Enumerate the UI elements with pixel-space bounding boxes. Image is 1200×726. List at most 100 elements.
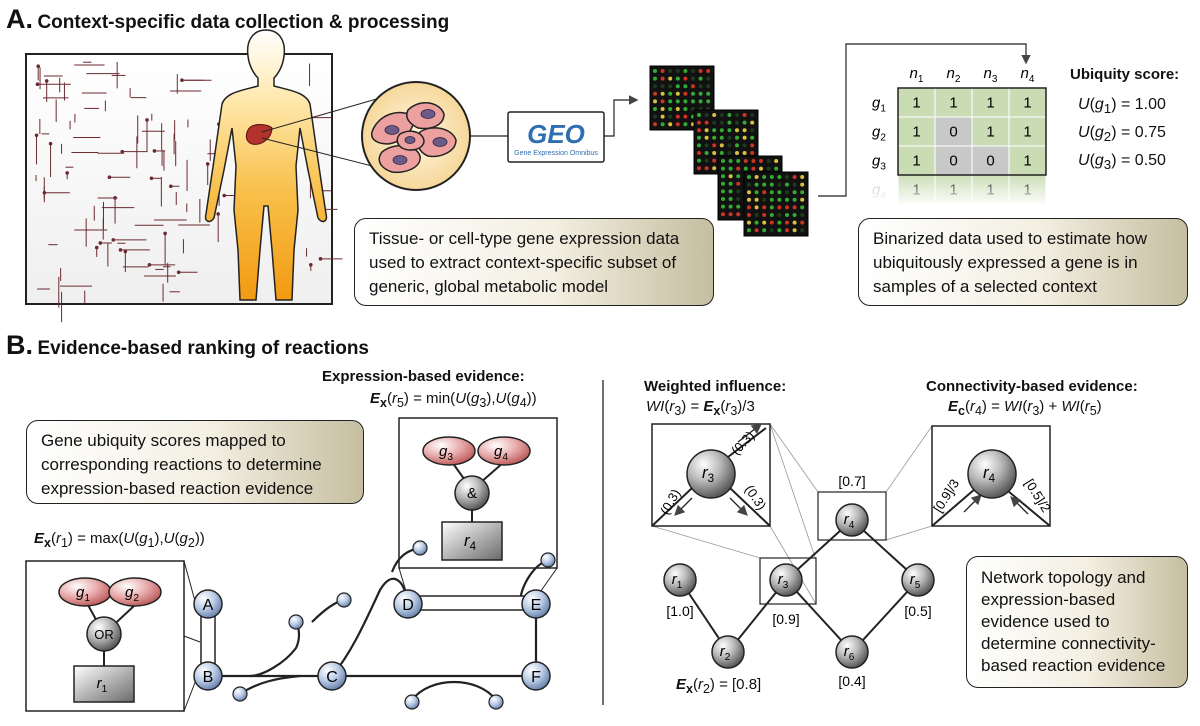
matrix-cell-value: 1 bbox=[1023, 95, 1031, 112]
ubiquity-score: U(g3) = 0.50 bbox=[1078, 152, 1166, 173]
pathway-node bbox=[521, 661, 551, 691]
callout-line: Network topology and bbox=[981, 568, 1146, 587]
callout-line: corresponding reactions to determine bbox=[41, 455, 322, 474]
geo-logo-subtext: Gene Expression Omnibus bbox=[514, 150, 598, 157]
pathway-node-label: F bbox=[531, 669, 541, 686]
reaction-node-label: r2 bbox=[720, 643, 731, 663]
pathway-node-label: A bbox=[203, 597, 214, 614]
reaction-node-label: r5 bbox=[910, 571, 921, 591]
pathway-node-label: C bbox=[326, 669, 338, 686]
reaction-node-label: r3 bbox=[778, 571, 789, 591]
callout-line: based reaction evidence bbox=[981, 656, 1166, 675]
reaction-node bbox=[769, 563, 803, 597]
reaction-bar-de bbox=[417, 595, 527, 611]
pathway-node bbox=[393, 589, 423, 619]
expression-formula: Ex(r5) = min(U(g3),U(g4)) bbox=[370, 390, 537, 410]
weighted-influence-title: Weighted influence: bbox=[644, 378, 787, 395]
reaction-bar-ab bbox=[200, 613, 216, 669]
ubiquity-title: Ubiquity score: bbox=[1070, 66, 1180, 83]
ex-r2-formula: Ex(r2) = [0.8] bbox=[676, 676, 762, 696]
connectivity-evidence-title: Connectivity-based evidence: bbox=[926, 378, 1138, 395]
gate-label: OR bbox=[94, 627, 114, 642]
pathway-node bbox=[521, 589, 551, 619]
reaction-box-r4 bbox=[441, 521, 503, 561]
pathway-node bbox=[193, 661, 223, 691]
callout-line: expression-based reaction evidence bbox=[41, 479, 314, 498]
reaction-node-label: r1 bbox=[672, 571, 683, 591]
reaction-node bbox=[901, 563, 935, 597]
matrix-cell-value: 0 bbox=[949, 124, 957, 141]
matrix-cell bbox=[971, 116, 1010, 147]
or-gate bbox=[86, 616, 122, 652]
matrix-cell bbox=[934, 87, 973, 118]
matrix-cell-value: 1 bbox=[1023, 153, 1031, 170]
reaction-node bbox=[663, 563, 697, 597]
callout-network-topology: Network topology and expression-based ev… bbox=[966, 556, 1188, 688]
matrix-cell-value: 1 bbox=[986, 95, 994, 112]
reaction-node-label: r4 bbox=[844, 511, 855, 531]
callout-binarized-data: Binarized data used to estimate how ubiq… bbox=[858, 218, 1188, 306]
reaction-node bbox=[711, 635, 745, 669]
reaction-network: r1 [1.0] r2 r3 [0.9] r4 [0.7] r5 [0.5] r6 [0.4] bbox=[651, 423, 1051, 689]
matrix-cell-value: 1 bbox=[912, 95, 920, 112]
gate-label: & bbox=[467, 485, 477, 502]
callout-line: Tissue- or cell-type gene expression dat… bbox=[369, 229, 680, 248]
callout-line: evidence used to bbox=[981, 612, 1110, 631]
geo-logo: GEO Gene Expression Omnibus bbox=[507, 111, 605, 163]
pathway-node bbox=[193, 589, 223, 619]
matrix-column-header: n1 bbox=[910, 65, 924, 85]
reaction-box-label: r1 bbox=[97, 675, 108, 695]
pathway-network bbox=[206, 546, 549, 701]
matrix-cell bbox=[1008, 116, 1047, 147]
matrix-row-header: g3 bbox=[872, 153, 886, 173]
panel-a-letter: A. bbox=[6, 4, 33, 34]
pathway-node-label: E bbox=[531, 597, 542, 614]
matrix-cell bbox=[1008, 145, 1047, 176]
panel-a-heading: Context-specific data collection & proce… bbox=[37, 12, 450, 33]
expression-evidence-title: Expression-based evidence: bbox=[322, 368, 525, 385]
microarray-images bbox=[649, 65, 809, 237]
callout-gene-ubiquity: Gene ubiquity scores mapped to correspon… bbox=[26, 420, 364, 504]
matrix-cell-value: 1 bbox=[912, 124, 920, 141]
matrix-cell bbox=[934, 145, 973, 176]
binarized-matrix: n1n2n3n4g11111g21011g31001g41111 bbox=[866, 65, 1052, 206]
callout-line: Binarized data used to estimate how bbox=[873, 229, 1148, 248]
reaction-node-label: r6 bbox=[844, 643, 855, 663]
reaction-node bbox=[835, 503, 869, 537]
matrix-cell bbox=[1008, 87, 1047, 118]
reaction-box-r1 bbox=[73, 665, 135, 703]
pathway-node-label: D bbox=[402, 597, 414, 614]
weighted-influence-formula: WI(r3) = Ex(r3)/3 bbox=[646, 398, 755, 418]
reaction-node-value: [1.0] bbox=[666, 603, 693, 619]
gene-node-g3 bbox=[422, 436, 476, 466]
callout-line: generic, global metabolic model bbox=[369, 277, 609, 296]
matrix-column-header: n2 bbox=[947, 65, 961, 85]
callout-line: ubiquitously expressed a gene is in bbox=[873, 253, 1138, 272]
matrix-column-header: n3 bbox=[984, 65, 998, 85]
reaction-node-value: [0.9] bbox=[772, 611, 799, 627]
panel-b-title: B. Evidence-based ranking of reactions bbox=[6, 330, 369, 361]
panel-b-letter: B. bbox=[6, 330, 33, 360]
reaction-node-value: [0.4] bbox=[838, 673, 865, 689]
connectivity-formula: Ec(r4) = WI(r3) + WI(r5) bbox=[948, 398, 1102, 418]
gene-node-g2 bbox=[108, 577, 162, 607]
matrix-row-header: g1 bbox=[872, 95, 886, 115]
callout-line: determine connectivity- bbox=[981, 634, 1156, 653]
cells-icon bbox=[361, 81, 471, 191]
gpr-inset-r1 bbox=[25, 560, 201, 712]
callout-line: expression-based bbox=[981, 590, 1116, 609]
matrix-cell-value: 0 bbox=[986, 153, 994, 170]
reaction-node bbox=[835, 635, 869, 669]
callout-line: samples of a selected context bbox=[873, 277, 1097, 296]
matrix-row-header: g2 bbox=[872, 124, 886, 144]
reaction-node-value: [0.5] bbox=[904, 603, 931, 619]
panel-a-title: A. Context-specific data collection & pr… bbox=[6, 4, 449, 35]
ex-r1-formula: Ex(r1) = max(U(g1),U(g2)) bbox=[34, 530, 205, 550]
reaction-node-value: [0.7] bbox=[838, 473, 865, 489]
matrix-cell-value: 1 bbox=[912, 153, 920, 170]
ubiquity-score: U(g2) = 0.75 bbox=[1078, 124, 1166, 145]
callout-line: used to extract context-specific subset … bbox=[369, 253, 677, 272]
matrix-cell-value: 0 bbox=[949, 153, 957, 170]
